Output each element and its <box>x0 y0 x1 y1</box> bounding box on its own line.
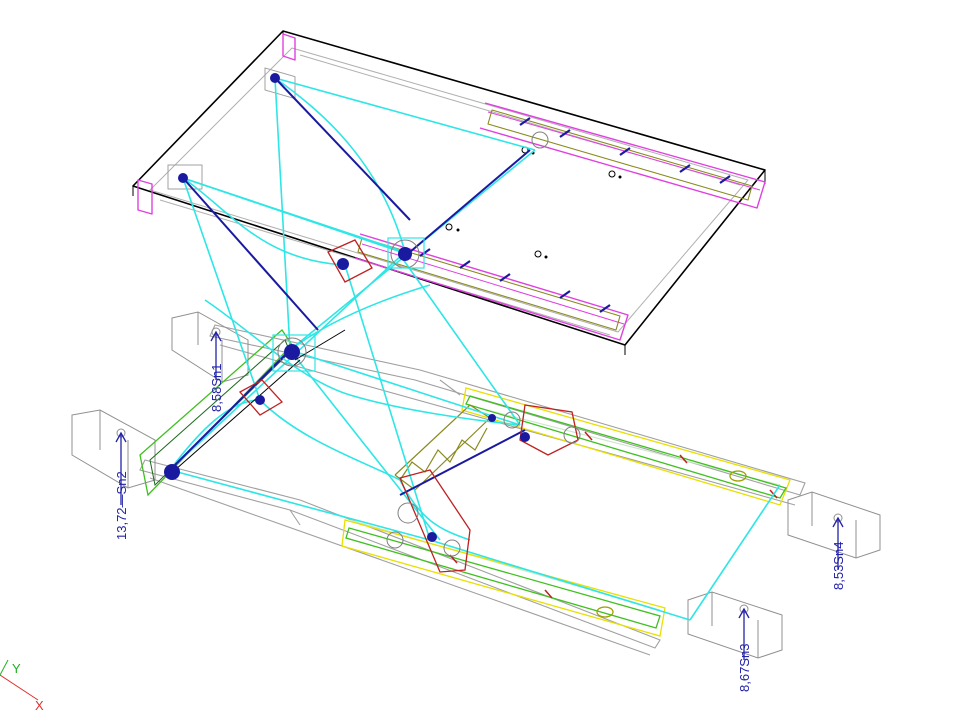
scissor-cylinders <box>169 77 781 621</box>
axis-label-y: Y <box>12 661 21 676</box>
hinge-node <box>427 532 437 542</box>
hinge-node <box>178 173 188 183</box>
olive-channel-front <box>357 237 621 331</box>
reaction-label-sn2: 13,72—Sn2 <box>114 471 129 540</box>
reaction-label-sn1: 8,58Sn1 <box>209 364 224 412</box>
hinge-node <box>255 395 265 405</box>
hinge-node <box>488 414 496 422</box>
support-bracket-sn3 <box>687 591 783 659</box>
bottom-channels <box>139 329 791 637</box>
axis-label-x: X <box>35 698 44 713</box>
support-bracket-sn4 <box>787 491 881 559</box>
truss-ladder <box>394 404 491 491</box>
hinge-node <box>270 73 280 83</box>
hinge-nodes <box>164 73 581 557</box>
hinge-node <box>337 258 349 270</box>
reaction-label-sn3: 8,67Sn3 <box>737 644 752 692</box>
olive-channel-rear <box>487 109 753 201</box>
reaction-arrows <box>115 330 844 660</box>
reaction-label-sn4: 8,53Sn4 <box>831 542 846 590</box>
red-brackets <box>238 239 579 573</box>
magenta-beam-rear <box>479 102 766 209</box>
base-rail-left <box>139 459 661 649</box>
base-rail-right <box>209 324 806 496</box>
hinge-node <box>284 344 300 360</box>
support-bracket-sn1 <box>171 311 249 383</box>
hinge-node <box>398 247 412 261</box>
top-platform-inner <box>149 47 749 333</box>
support-bracket-sn2 <box>71 409 156 489</box>
top-platform-outline <box>132 30 766 346</box>
hinge-node <box>164 464 180 480</box>
support-brackets <box>71 311 881 659</box>
yellow-channel-left <box>341 519 666 637</box>
base-frame <box>139 324 806 656</box>
yellow-channel-right <box>461 387 791 506</box>
blue-links <box>169 77 531 496</box>
hinge-node <box>520 432 530 442</box>
axis-triad: Y X <box>0 659 44 713</box>
magenta-beam-front <box>354 233 629 341</box>
reaction-labels: 13,72—Sn2 8,58Sn1 8,53Sn4 8,67Sn3 <box>114 364 846 692</box>
